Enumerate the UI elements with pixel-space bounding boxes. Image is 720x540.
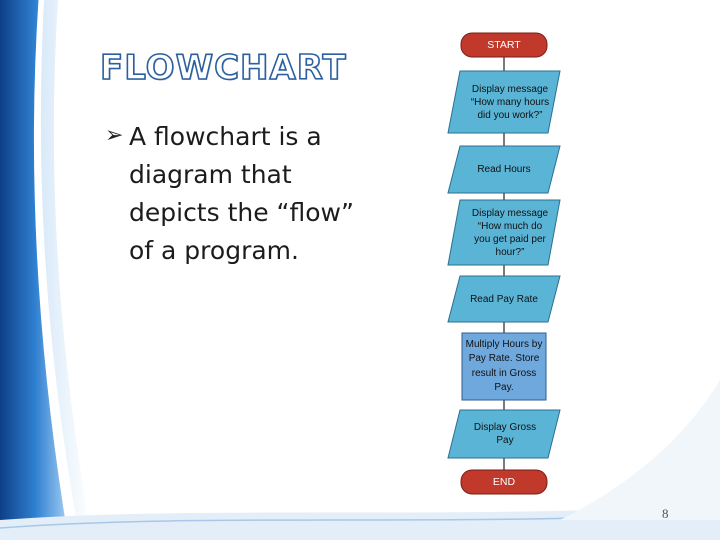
bullet-text: A flowchart is a diagram that depicts th…: [129, 122, 354, 265]
arrow-bullet-icon: ➢: [105, 123, 124, 148]
read-pay-rate-io: [447, 275, 561, 323]
end-terminal: [460, 469, 548, 495]
read-pay-rate-label: Read Pay Rate: [470, 293, 538, 305]
display-gross-pay-label: Display Gross Pay: [473, 422, 537, 446]
slide-title: FLOWCHART: [99, 47, 347, 89]
right-swoosh: [560, 380, 720, 520]
display-gross-pay-io: [447, 409, 561, 459]
end-label: END: [492, 475, 516, 488]
page-number: 8: [662, 506, 669, 521]
left-band: [0, 0, 70, 540]
display-hours-message-label: Display message “How many hours did you …: [470, 83, 550, 121]
start-label: START: [487, 38, 521, 51]
read-hours-io: [447, 145, 561, 194]
display-rate-message-io: [447, 199, 561, 266]
multiply-label: Multiply Hours by Pay Rate. Store result…: [465, 338, 543, 394]
left-band-highlight: [33, 0, 72, 540]
multiply-process: [461, 332, 547, 401]
start-terminal: [460, 32, 548, 58]
display-rate-message-label: Display message “How much do you get pai…: [471, 208, 549, 258]
display-hours-message-io: [447, 70, 561, 134]
left-band-glow: [40, 0, 92, 540]
read-hours-label: Read Hours: [477, 164, 531, 175]
bottom-swoosh: [0, 505, 720, 540]
